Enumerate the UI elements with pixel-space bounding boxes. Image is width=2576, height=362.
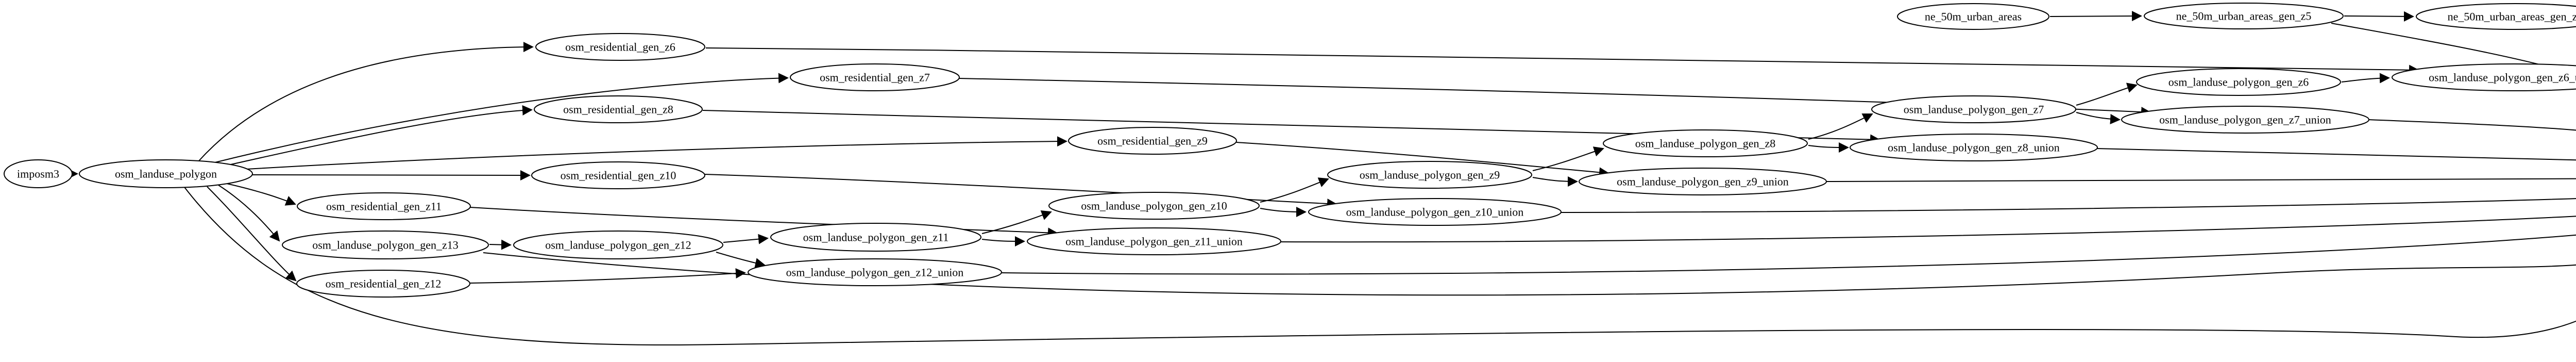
edge-gen_z12-gen_z11: [723, 234, 769, 244]
edge-union_z8-layer-z8: [2096, 148, 2576, 161]
edge-ne_z5-ne_z4: [2344, 11, 2414, 22]
edge-gen_z10-gen_z9: [1260, 177, 1329, 203]
node-label-union-z7: osm_landuse_polygon_gen_z7_union: [2159, 113, 2331, 126]
node-osm-residential-gen-z11: osm_residential_gen_z11: [297, 192, 471, 220]
edge-landuse_polygon-res_z9: [246, 136, 1067, 170]
edge-ne-ne_z5: [2049, 11, 2142, 22]
node-label-gen-z6: osm_landuse_polygon_gen_z6: [2168, 76, 2309, 89]
edge-gen_z10-union_z10: [1260, 206, 1307, 217]
edge-gen_z9-gen_z8: [1532, 146, 1604, 171]
node-osm-landuse-polygon-gen-z7: osm_landuse_polygon_gen_z7: [1871, 95, 2076, 123]
node-label-ne-z5: ne_50m_urban_areas_gen_z5: [2176, 10, 2312, 23]
node-label-union-z9: osm_landuse_polygon_gen_z9_union: [1617, 175, 1789, 188]
node-osm-residential-gen-z7: osm_residential_gen_z7: [790, 63, 960, 91]
edge-res_z12-union_z12: [468, 268, 746, 284]
edge-gen_z8-gen_z7: [1808, 113, 1873, 140]
node-osm-landuse-polygon-gen-z11-union: osm_landuse_polygon_gen_z11_union: [1027, 227, 1281, 255]
edge-gen_z11-union_z11: [981, 236, 1025, 246]
edge-res_z9-union_z9: [1236, 142, 1609, 178]
edge-gen_z6-union_z6: [2341, 73, 2390, 84]
edge-landuse_polygon-res_z6: [198, 42, 534, 162]
edge-landuse_polygon-res_z11: [226, 183, 296, 206]
node-label-ne: ne_50m_urban_areas: [1925, 10, 2022, 23]
edge-res_z11-union_z11: [469, 207, 1058, 238]
node-osm-landuse-polygon-gen-z11: osm_landuse_polygon_gen_z11: [770, 223, 981, 252]
node-label-gen-z9: osm_landuse_polygon_gen_z9: [1360, 169, 1500, 182]
edge-gen_z11-gen_z10: [981, 210, 1052, 234]
node-osm-landuse-polygon-gen-z6-union: osm_landuse_polygon_gen_z6_union: [2392, 63, 2576, 91]
node-label-union-z6: osm_landuse_polygon_gen_z6_union: [2429, 71, 2576, 84]
edge-union_z10-layer-z10: [1561, 198, 2576, 213]
edge-landuse_polygon-res_z7: [208, 73, 789, 164]
edge-gen_z7-union_z7: [2076, 112, 2121, 124]
node-label-res-z8: osm_residential_gen_z8: [563, 103, 673, 116]
edge-union_z7-layer-z7: [2367, 119, 2576, 131]
node-osm-landuse-polygon-gen-z6: osm_landuse_polygon_gen_z6: [2136, 68, 2341, 96]
edge-landuse_polygon-layer-z14: [184, 187, 2576, 345]
node-label-gen-z8: osm_landuse_polygon_gen_z8: [1635, 137, 1776, 150]
node-osm-landuse-polygon-gen-z12-union: osm_landuse_polygon_gen_z12_union: [748, 258, 1002, 286]
edge-landuse_polygon-gen_z13: [218, 185, 280, 242]
node-label-gen-z12: osm_landuse_polygon_gen_z12: [545, 239, 691, 252]
edge-landuse_polygon-res_z12: [207, 186, 297, 282]
node-osm-landuse-polygon-gen-z10-union: osm_landuse_polygon_gen_z10_union: [1308, 198, 1562, 226]
node-imposm3: imposm3: [4, 159, 73, 188]
edge-res_z6-union_z6: [705, 47, 2419, 75]
node-osm-landuse-polygon-gen-z8-union: osm_landuse_polygon_gen_z8_union: [1850, 134, 2098, 161]
node-label-union-z12: osm_landuse_polygon_gen_z12_union: [786, 266, 964, 279]
edge-gen_z7-gen_z6: [2076, 83, 2138, 106]
edge-res_z10-union_z10: [704, 174, 1337, 209]
edge-gen_z9-union_z9: [1532, 176, 1578, 187]
edge-gen_z12-union_z12: [716, 252, 766, 268]
edge-union_z12-layer-z12: [1001, 234, 2576, 275]
node-osm-landuse-polygon: osm_landuse_polygon: [79, 159, 253, 188]
node-osm-landuse-polygon-gen-z12: osm_landuse_polygon_gen_z12: [513, 231, 723, 259]
node-label-res-z9: osm_residential_gen_z9: [1097, 135, 1208, 147]
node-label-res-z6: osm_residential_gen_z6: [565, 41, 675, 54]
node-osm-residential-gen-z9: osm_residential_gen_z9: [1068, 127, 1237, 155]
node-label-res-z10: osm_residential_gen_z10: [561, 169, 676, 182]
node-label-union-z11: osm_landuse_polygon_gen_z11_union: [1065, 235, 1243, 248]
edge-union_z11-layer-z11: [1280, 216, 2576, 243]
node-osm-landuse-polygon-gen-z8: osm_landuse_polygon_gen_z8: [1603, 129, 1808, 157]
node-osm-residential-gen-z10: osm_residential_gen_z10: [531, 161, 705, 189]
node-ne-50m-urban-areas-gen-z4: ne_50m_urban_areas_gen_z4: [2416, 3, 2576, 30]
node-label-res-z7: osm_residential_gen_z7: [820, 71, 930, 84]
node-ne-50m-urban-areas-gen-z5: ne_50m_urban_areas_gen_z5: [2144, 3, 2344, 29]
node-osm-landuse-polygon-gen-z9-union: osm_landuse_polygon_gen_z9_union: [1579, 168, 1827, 195]
node-label-ne-z4: ne_50m_urban_areas_gen_z4: [2448, 10, 2576, 23]
edge-ne_z5-layer-z5: [2331, 23, 2576, 75]
node-osm-landuse-polygon-gen-z13: osm_landuse_polygon_gen_z13: [282, 231, 489, 259]
node-osm-landuse-polygon-gen-z9: osm_landuse_polygon_gen_z9: [1327, 161, 1532, 189]
edge-gen_z8-union_z8: [1808, 142, 1849, 153]
node-ne-50m-urban-areas: ne_50m_urban_areas: [1897, 3, 2049, 30]
nodes: imposm3 osm_landuse_polygon osm_resident…: [4, 3, 2576, 298]
node-label-gen-z11: osm_landuse_polygon_gen_z11: [803, 231, 949, 244]
node-label-gen-z7: osm_landuse_polygon_gen_z7: [1904, 103, 2044, 116]
edge-union_z9-layer-z9: [1825, 178, 2576, 182]
node-label-gen-z13: osm_landuse_polygon_gen_z13: [312, 239, 459, 252]
node-label-union-z8: osm_landuse_polygon_gen_z8_union: [1888, 141, 2060, 154]
node-label-union-z10: osm_landuse_polygon_gen_z10_union: [1346, 206, 1524, 219]
node-label-gen-z10: osm_landuse_polygon_gen_z10: [1081, 200, 1227, 212]
node-osm-residential-gen-z8: osm_residential_gen_z8: [534, 95, 703, 123]
node-osm-residential-gen-z12: osm_residential_gen_z12: [296, 270, 470, 298]
edges: [68, 11, 2576, 345]
node-label-imposm3: imposm3: [17, 168, 59, 180]
edge-gen_z13-gen_z12: [489, 239, 512, 250]
node-osm-landuse-polygon-gen-z7-union: osm_landuse_polygon_gen_z7_union: [2121, 106, 2369, 134]
node-label-osm-landuse-polygon: osm_landuse_polygon: [115, 168, 217, 180]
node-label-res-z12: osm_residential_gen_z12: [326, 277, 442, 290]
edge-landuse_polygon-res_z8: [221, 105, 533, 167]
node-osm-residential-gen-z6: osm_residential_gen_z6: [535, 33, 705, 61]
node-osm-landuse-polygon-gen-z10: osm_landuse_polygon_gen_z10: [1048, 192, 1260, 220]
node-label-res-z11: osm_residential_gen_z11: [326, 200, 442, 213]
